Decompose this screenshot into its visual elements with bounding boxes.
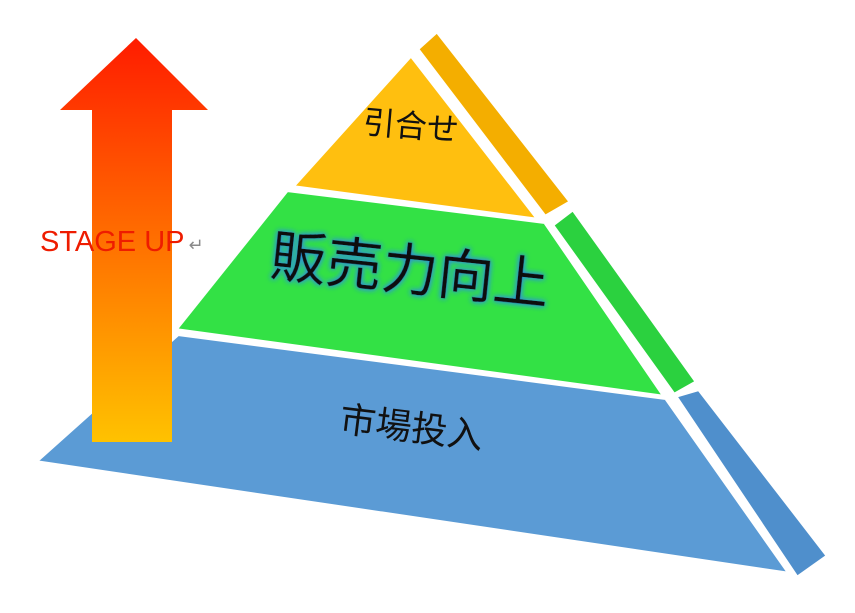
tier-market-launch-side (673, 387, 830, 580)
tier-introduction-side (415, 29, 573, 219)
tier-sales-power-side (550, 207, 699, 397)
tier-introduction: 引合せ (290, 29, 573, 222)
tier-introduction-label: 引合せ (361, 103, 460, 149)
tier-market-launch: 市場投入 (33, 332, 830, 580)
stage-up-arrow (60, 38, 208, 442)
tier-sales-power-face (173, 188, 667, 399)
stage-up-label-group: STAGE UP ↵ (40, 226, 204, 258)
return-mark-icon: ↵ (189, 235, 204, 256)
stage-up-label: STAGE UP (40, 226, 185, 258)
tier-introduction-face (290, 53, 541, 222)
tier-sales-power: 販売力向上 (173, 188, 699, 399)
